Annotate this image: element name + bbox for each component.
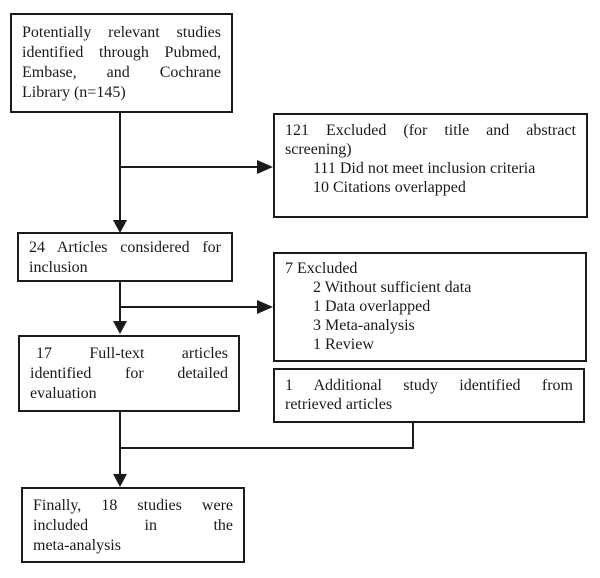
connector-fulltext-to-final bbox=[119, 412, 121, 474]
box-excluded-title-abstract: 121 Excluded (for title and abstract scr… bbox=[273, 113, 588, 218]
connector-considered-to-fulltext bbox=[119, 282, 121, 321]
arrowhead-right-icon bbox=[257, 160, 273, 174]
text-line: 17 Full-text articles bbox=[36, 345, 228, 362]
box-fulltext-articles: 17 Full-text articles identified for det… bbox=[18, 335, 240, 412]
text-line: Finally, 18 studies were bbox=[33, 497, 233, 514]
text-line: inclusion bbox=[29, 259, 88, 276]
text-line: 7 Excluded bbox=[285, 260, 358, 277]
text-line: identified through Pubmed, bbox=[22, 44, 221, 61]
text-line: screening) bbox=[285, 141, 352, 158]
text-line: 24 Articles considered for bbox=[29, 239, 221, 256]
arrowhead-down-icon bbox=[113, 321, 127, 334]
box-excluded-fulltext-review: 7 Excluded 2 Without sufficient data 1 D… bbox=[273, 252, 587, 362]
connector-branch-excluded-fulltext bbox=[120, 306, 258, 308]
box-articles-considered: 24 Articles considered for inclusion bbox=[17, 232, 233, 282]
text-line: included in the bbox=[33, 517, 233, 534]
text-line: meta-analysis bbox=[33, 537, 121, 554]
text-line: 1 Additional study identified from bbox=[285, 377, 573, 394]
connector-additional-merge-horizontal bbox=[120, 447, 414, 449]
text-line: 1 Data overlapped bbox=[313, 298, 431, 315]
text-line: 2 Without sufficient data bbox=[313, 279, 472, 296]
text-line: 121 Excluded (for title and abstract bbox=[285, 122, 576, 139]
box-final-included: Finally, 18 studies were included in the… bbox=[21, 487, 245, 563]
box-potentially-relevant-studies: Potentially relevant studies identified … bbox=[10, 13, 233, 113]
text-line: 1 Review bbox=[313, 336, 374, 353]
connector-branch-excluded-screening bbox=[120, 166, 258, 168]
text-line: Potentially relevant studies bbox=[22, 24, 221, 41]
text-line: 111 Did not meet inclusion criteria bbox=[313, 160, 536, 177]
text-line: retrieved articles bbox=[285, 396, 393, 413]
text-line: identified for detailed bbox=[30, 365, 228, 382]
arrowhead-down-icon bbox=[113, 474, 127, 487]
text-line: Library (n=145) bbox=[22, 84, 126, 101]
arrowhead-down-icon bbox=[113, 220, 127, 233]
text-line: 3 Meta-analysis bbox=[313, 317, 415, 334]
arrowhead-right-icon bbox=[257, 300, 273, 314]
text-line: 10 Citations overlapped bbox=[313, 179, 466, 196]
box-additional-study: 1 Additional study identified from retri… bbox=[273, 368, 585, 423]
connector-additional-merge-vertical bbox=[412, 423, 414, 449]
text-line: evaluation bbox=[30, 385, 97, 402]
text-line: Embase, and Cochrane bbox=[22, 64, 221, 81]
